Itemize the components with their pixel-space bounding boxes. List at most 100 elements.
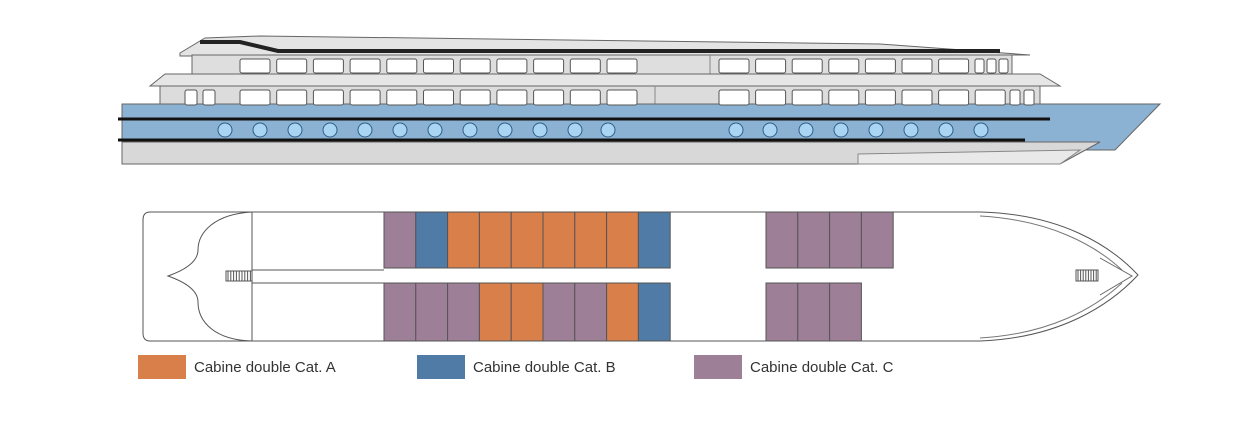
deck-inner-line bbox=[979, 215, 1123, 271]
porthole bbox=[868, 122, 884, 138]
side-window bbox=[938, 89, 970, 106]
porthole bbox=[798, 122, 814, 138]
bow-stairs bbox=[1075, 269, 1099, 282]
side-window bbox=[423, 58, 454, 74]
aft-stairs bbox=[225, 270, 253, 282]
side-window bbox=[349, 89, 381, 106]
cabin-cat-c-starboard bbox=[542, 282, 576, 342]
porthole bbox=[462, 122, 478, 138]
cabin-cat-c-starboard bbox=[415, 282, 449, 342]
side-window bbox=[386, 58, 418, 74]
bow-tip bbox=[1099, 257, 1133, 296]
cabin-cat-c-starboard bbox=[574, 282, 608, 342]
cabin-cat-a-starboard bbox=[478, 282, 512, 342]
cabin-cat-b-port bbox=[637, 211, 671, 269]
side-window bbox=[1023, 89, 1035, 106]
side-window bbox=[386, 89, 418, 106]
side-window bbox=[718, 89, 750, 106]
side-window bbox=[312, 58, 344, 74]
deck-plan bbox=[142, 211, 1139, 342]
porthole bbox=[762, 122, 778, 138]
cabin-cat-a-starboard bbox=[510, 282, 544, 342]
middle-deck-roof bbox=[148, 73, 1062, 87]
side-window bbox=[864, 89, 896, 106]
side-window bbox=[606, 58, 638, 74]
side-window bbox=[755, 58, 787, 74]
cabin-cat-c-starboard bbox=[765, 282, 799, 342]
side-window bbox=[459, 89, 491, 106]
cabin-cat-c-port bbox=[829, 211, 862, 269]
side-window bbox=[569, 58, 601, 74]
side-window bbox=[986, 58, 997, 74]
porthole bbox=[903, 122, 919, 138]
porthole bbox=[497, 122, 513, 138]
side-window bbox=[828, 58, 860, 74]
side-window bbox=[901, 58, 933, 74]
side-window bbox=[349, 58, 381, 74]
legend-swatch-cat-c bbox=[694, 355, 742, 379]
cabin-cat-c-starboard bbox=[383, 282, 417, 342]
side-window bbox=[184, 89, 198, 106]
cabin-cat-a-port bbox=[574, 211, 608, 269]
cabin-cat-c-port bbox=[383, 211, 417, 269]
porthole bbox=[567, 122, 583, 138]
side-window bbox=[755, 89, 787, 106]
side-window bbox=[496, 89, 528, 106]
side-window bbox=[276, 89, 308, 106]
side-window bbox=[974, 89, 1006, 106]
side-window bbox=[828, 89, 860, 106]
sun-deck-railing bbox=[200, 40, 1000, 53]
porthole bbox=[357, 122, 373, 138]
side-window bbox=[202, 89, 216, 106]
side-window bbox=[276, 58, 308, 74]
cabin-cat-c-port bbox=[765, 211, 799, 269]
side-window bbox=[718, 58, 750, 74]
side-window bbox=[791, 89, 823, 106]
side-window bbox=[901, 89, 933, 106]
side-window bbox=[1009, 89, 1021, 106]
cabin-cat-c-starboard bbox=[797, 282, 831, 342]
legend-item-cat-a: Cabine double Cat. A bbox=[138, 355, 336, 379]
cabin-cat-a-port bbox=[478, 211, 512, 269]
legend-item-cat-c: Cabine double Cat. C bbox=[694, 355, 893, 379]
cabin-cat-b-port bbox=[415, 211, 449, 269]
cabin-cat-c-port bbox=[860, 211, 894, 269]
legend-label-cat-a: Cabine double Cat. A bbox=[194, 358, 336, 376]
side-window bbox=[938, 58, 970, 74]
side-window bbox=[496, 58, 528, 74]
side-window bbox=[533, 58, 565, 74]
cabin-cat-b-starboard bbox=[637, 282, 671, 342]
side-window bbox=[239, 58, 271, 74]
cabins bbox=[383, 211, 894, 342]
cabin-cat-c-starboard bbox=[447, 282, 480, 342]
side-window bbox=[998, 58, 1009, 74]
porthole bbox=[728, 122, 744, 138]
side-window bbox=[974, 58, 985, 74]
side-window bbox=[864, 58, 896, 74]
side-window bbox=[459, 58, 491, 74]
side-window bbox=[312, 89, 344, 106]
legend-item-cat-b: Cabine double Cat. B bbox=[417, 355, 616, 379]
legend-swatch-cat-a bbox=[138, 355, 186, 379]
porthole bbox=[322, 122, 338, 138]
side-window bbox=[606, 89, 638, 106]
ship-side-view bbox=[118, 35, 1162, 165]
side-window bbox=[533, 89, 565, 106]
legend-label-cat-c: Cabine double Cat. C bbox=[750, 358, 894, 376]
cabin-cat-c-starboard bbox=[829, 282, 862, 342]
cabin-cat-a-port bbox=[510, 211, 544, 269]
side-window bbox=[239, 89, 271, 106]
cabin-cat-a-starboard bbox=[606, 282, 639, 342]
side-window bbox=[423, 89, 454, 106]
porthole bbox=[600, 122, 616, 138]
cabin-cat-c-port bbox=[797, 211, 831, 269]
legend-label-cat-b: Cabine double Cat. B bbox=[473, 358, 616, 376]
porthole bbox=[973, 122, 989, 138]
porthole bbox=[833, 122, 849, 138]
porthole bbox=[938, 122, 954, 138]
cabin-cat-a-port bbox=[606, 211, 639, 269]
porthole bbox=[392, 122, 408, 138]
side-portholes bbox=[217, 122, 989, 138]
cabin-cat-a-port bbox=[447, 211, 480, 269]
